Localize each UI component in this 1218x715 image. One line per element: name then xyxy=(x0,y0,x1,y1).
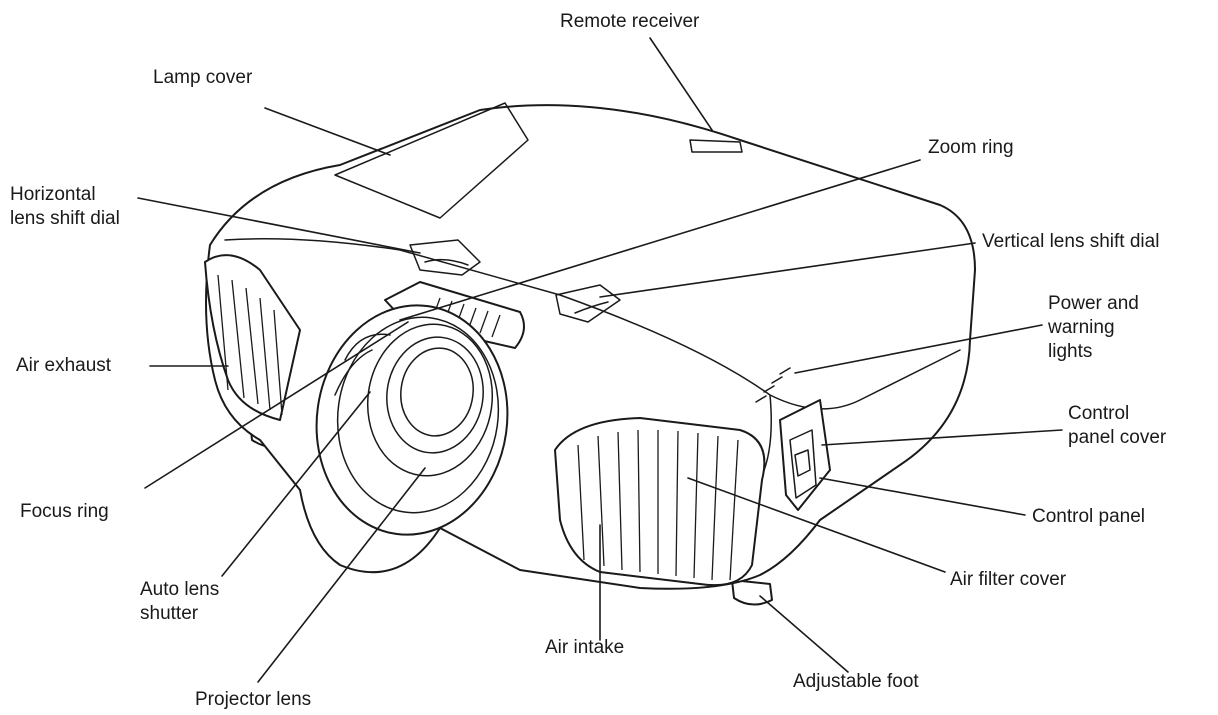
leader-remote-receiver xyxy=(649,37,713,131)
label-horizontal-line-2: lens shift dial xyxy=(10,208,120,229)
label-projector-lens: Projector lens xyxy=(195,689,312,710)
lamp-cover-shape xyxy=(334,102,529,219)
leader-air-filter-cover xyxy=(687,477,946,573)
leader-zoom-ring xyxy=(399,159,921,321)
leader-lines xyxy=(137,37,1063,683)
label-adjustable-foot: Adjustable foot xyxy=(793,671,919,692)
leader-control-panel-cover xyxy=(821,429,1063,446)
lens-assembly xyxy=(315,304,509,536)
label-remote-receiver: Remote receiver xyxy=(560,11,700,32)
label-vertical-lens-shift-dial: Vertical lens shift dial xyxy=(982,231,1160,252)
label-control-panel-cover: Control panel cover xyxy=(1068,402,1166,450)
leader-vertical-shift xyxy=(599,242,976,298)
label-auto-line-1: Auto lens xyxy=(140,579,220,600)
label-air-intake: Air intake xyxy=(545,637,625,658)
leader-adjustable-foot xyxy=(759,595,849,673)
label-power-line-3: lights xyxy=(1048,341,1093,362)
leader-projector-lens xyxy=(257,467,426,683)
label-lamp-cover: Lamp cover xyxy=(153,67,253,88)
leader-lamp-cover xyxy=(264,107,391,156)
control-panel-cover-shape xyxy=(779,399,831,511)
label-air-exhaust: Air exhaust xyxy=(16,355,112,376)
leader-horizontal-shift xyxy=(137,197,421,254)
label-power-line-2: warning xyxy=(1048,317,1115,338)
leader-auto-lens-shutter xyxy=(221,391,371,577)
label-focus-ring: Focus ring xyxy=(20,501,109,522)
air-intake-grill xyxy=(554,417,766,587)
label-horizontal-line-1: Horizontal xyxy=(10,184,96,205)
vertical-shift-dial-shape xyxy=(555,284,621,323)
label-power-and-warning-lights: Power and warning lights xyxy=(1048,292,1139,364)
label-auto-line-2: shutter xyxy=(140,603,199,624)
leader-focus-ring xyxy=(144,321,409,489)
label-horizontal-lens-shift-dial: Horizontal lens shift dial xyxy=(10,183,120,231)
leader-power-lights xyxy=(794,324,1043,374)
status-lights xyxy=(755,367,791,403)
label-control-line-2: panel cover xyxy=(1068,427,1167,448)
label-power-line-1: Power and xyxy=(1048,293,1139,314)
horizontal-shift-dial-shape xyxy=(409,239,481,276)
label-auto-lens-shutter: Auto lens shutter xyxy=(140,578,219,626)
label-zoom-ring: Zoom ring xyxy=(928,137,1014,158)
label-air-filter-cover: Air filter cover xyxy=(950,569,1067,590)
projector-illustration xyxy=(204,102,976,606)
label-control-panel: Control panel xyxy=(1032,506,1146,527)
remote-receiver-window xyxy=(689,139,743,153)
leader-control-panel xyxy=(819,477,1026,516)
air-exhaust-shape xyxy=(204,254,301,421)
label-control-line-1: Control xyxy=(1068,403,1130,424)
